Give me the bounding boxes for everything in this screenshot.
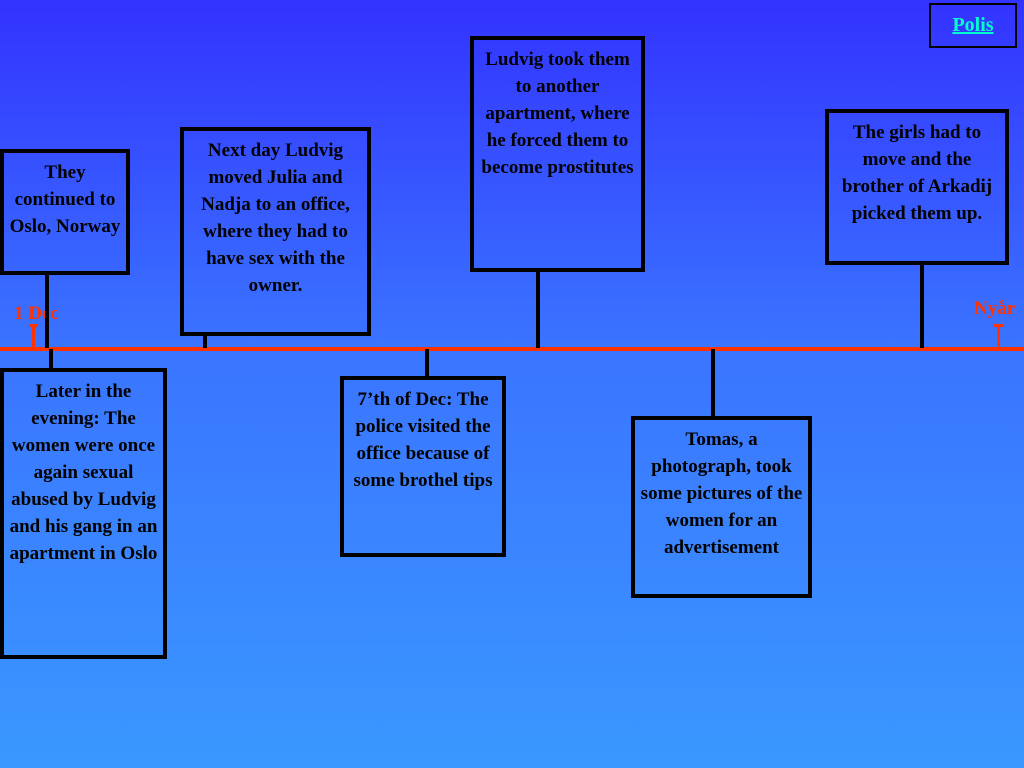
event-text-tomas: Tomas, a photograph, took some pictures … [640,429,803,558]
connector-apartment [536,269,540,348]
timeline-start-tick [32,325,35,349]
event-box-police: 7’th of Dec: The police visited the offi… [340,376,506,557]
event-text-apartment: Ludvig took them to another apartment, w… [481,49,634,178]
event-box-apartment: Ludvig took them to another apartment, w… [470,36,645,272]
event-text-police: 7’th of Dec: The police visited the offi… [353,389,493,491]
event-text-evening: Later in the evening: The women were onc… [9,381,158,564]
event-box-tomas: Tomas, a photograph, took some pictures … [631,416,812,598]
timeline-end-tick-cap [994,324,1003,327]
event-text-girls: The girls had to move and the brother of… [841,122,993,224]
connector-office [203,333,207,348]
timeline-axis [0,347,1024,351]
event-box-evening: Later in the evening: The women were onc… [0,368,167,659]
timeline-end-tick [997,325,1000,349]
connector-tomas [711,349,715,419]
event-box-office: Next day Ludvig moved Julia and Nadja to… [180,127,371,336]
timeline-start-tick-cap [29,324,38,327]
event-box-oslo: They continued to Oslo, Norway [0,149,130,275]
timeline-end-label: Nyår [974,298,1016,319]
event-text-oslo: They continued to Oslo, Norway [9,162,121,237]
connector-girls [920,262,924,348]
polis-link-box: Polis [929,3,1017,48]
connector-oslo [45,272,49,348]
connector-evening [49,349,53,371]
polis-link[interactable]: Polis [952,14,994,36]
connector-police [425,349,429,379]
event-text-office: Next day Ludvig moved Julia and Nadja to… [201,140,350,296]
event-box-girls: The girls had to move and the brother of… [825,109,1009,265]
timeline-start-label: 1 Dec [14,303,59,324]
